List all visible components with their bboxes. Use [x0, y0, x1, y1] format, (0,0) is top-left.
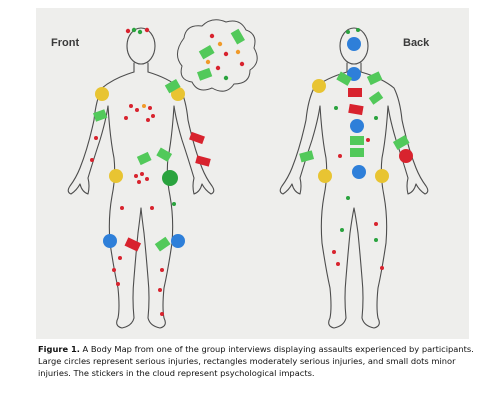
back-shoulder-rect-2: [366, 71, 383, 86]
figure-caption: Figure 1. A Body Map from one of the gro…: [38, 343, 478, 379]
back-right-arm-circle: [399, 149, 413, 163]
serious-injury-circles: [95, 37, 413, 248]
cloud-rect-2: [230, 28, 245, 45]
back-label: Back: [403, 37, 430, 49]
front-knee-rect: [124, 237, 142, 252]
front-left-arm-rect: [92, 109, 108, 122]
cloud-rect-3: [196, 67, 213, 81]
moderate-injury-rectangles: [92, 28, 410, 252]
back-head-circle: [347, 37, 361, 51]
back-upper-rect: [368, 91, 384, 105]
minor-injury-dots: [90, 27, 384, 316]
back-spine-rect-1: [348, 88, 362, 97]
figure-number: Figure 1.: [38, 344, 80, 354]
front-torso-rect: [156, 147, 173, 162]
back-shoulder-rect-1: [336, 71, 353, 86]
front-abdomen-rect: [136, 151, 152, 166]
back-lower-spine-circle: [352, 165, 366, 179]
front-left-shoulder-circle: [95, 87, 109, 101]
psychological-cloud: [177, 19, 258, 92]
front-left-knee-circle: [103, 234, 117, 248]
front-right-knee-circle: [171, 234, 185, 248]
front-right-knee-rect: [154, 236, 171, 252]
front-right-arm-rect-1: [189, 131, 205, 145]
back-right-arm-rect: [392, 135, 410, 150]
back-right-hip-circle: [375, 169, 389, 183]
back-left-hip-circle: [318, 169, 332, 183]
back-spine-circle: [350, 119, 364, 133]
front-left-hip-circle: [109, 169, 123, 183]
caption-text: A Body Map from one of the group intervi…: [38, 344, 474, 378]
front-right-shoulder-rect: [164, 79, 181, 94]
back-spine-rect-3: [350, 136, 364, 145]
front-right-arm-rect-2: [195, 155, 211, 167]
back-spine-rect-4: [350, 148, 364, 157]
front-right-hip-circle: [162, 170, 178, 186]
back-left-arm-rect: [299, 150, 315, 163]
body-map-photo: Front Back: [36, 8, 469, 339]
cloud-rect-1: [198, 45, 215, 60]
paper-background: [36, 8, 469, 339]
back-body-outline: [279, 27, 429, 329]
front-right-shoulder-circle: [171, 87, 185, 101]
front-label: Front: [51, 37, 80, 49]
body-map-drawing: [36, 8, 469, 339]
back-left-shoulder-circle: [312, 79, 326, 93]
back-spine-rect-2: [348, 103, 364, 116]
